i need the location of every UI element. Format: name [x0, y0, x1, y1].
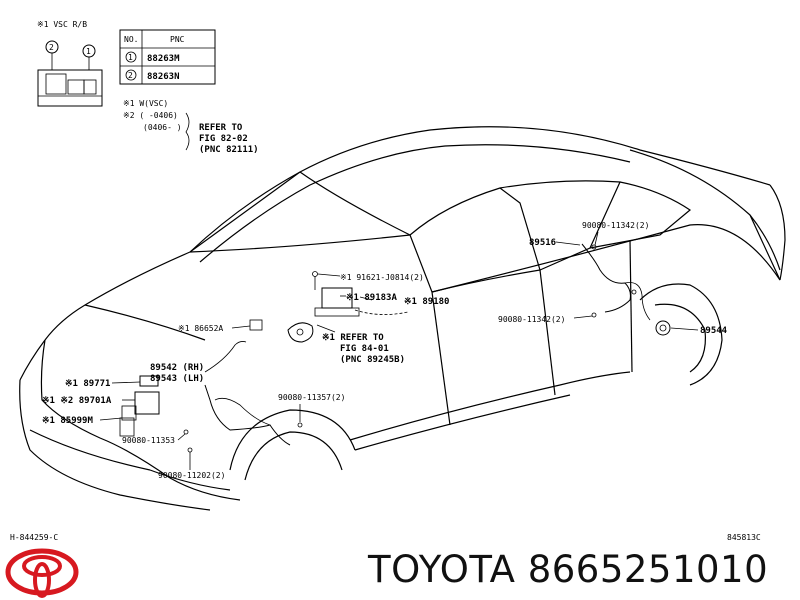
label-91621: ※1 91621-J0814(2)	[340, 273, 424, 282]
pnc-table: NO. PNC 1 88263M 2 88263N	[119, 29, 216, 85]
label-89180: ※1 89180	[404, 297, 449, 307]
label-89516: 89516	[529, 238, 556, 248]
note-1: ※1 W(VSC)	[123, 99, 168, 108]
label-86652A: ※1 86652A	[178, 324, 223, 333]
brand-part-number: TOYOTA 8665251010	[368, 548, 769, 591]
label-90080-11357: 90080-11357(2)	[278, 393, 345, 402]
table-row-pnc: 88263N	[147, 72, 180, 82]
table-row-pnc: 88263M	[147, 54, 180, 64]
yaw-sensor-group: ※1 91621-J0814(2) ※1 89183A ※1 89180 ※1 …	[287, 271, 449, 365]
label-89771: ※1 89771	[65, 379, 110, 389]
label-85999M: ※1 85999M	[42, 416, 93, 426]
label-90080-11342-a: 90080-11342(2)	[582, 221, 649, 230]
toyota-logo	[5, 548, 79, 598]
notes: ※1 W(VSC) ※2 ( -0406) (0406- ) REFER TO …	[123, 99, 259, 155]
table-row-no: 2	[128, 71, 133, 80]
label-refer-84-2: FIG 84-01	[340, 344, 389, 354]
front-left-group: ※1 86652A 89542 (RH) 89543 (LH) ※1 89771…	[42, 319, 345, 480]
label-89701A: ※1 ※2 89701A	[42, 396, 112, 406]
table-header-no: NO.	[124, 35, 138, 44]
table-row-no: 1	[128, 53, 133, 62]
drawing-code-right: 845813C	[727, 533, 761, 542]
legend-connector: ※1 VSC R/B 2 1	[37, 20, 103, 107]
label-90080-11202: 90080-11202(2)	[158, 471, 225, 480]
note-2: ※2 ( -0406)	[123, 111, 178, 120]
legend-header: ※1 VSC R/B	[37, 20, 87, 29]
note-refer-1: REFER TO	[199, 123, 243, 133]
note-refer-3: (PNC 82111)	[199, 145, 259, 155]
legend-mark-1: 1	[86, 47, 91, 56]
label-90080-11353: 90080-11353	[122, 436, 175, 445]
table-header-pnc: PNC	[170, 35, 185, 44]
label-refer-84-3: (PNC 89245B)	[340, 355, 405, 365]
drawing-code-left: H-844259-C	[10, 533, 58, 542]
label-90080-11342-b: 90080-11342(2)	[498, 315, 565, 324]
legend-mark-2: 2	[49, 43, 54, 52]
label-89542: 89542 (RH)	[150, 363, 204, 373]
note-refer-2: FIG 82-02	[199, 134, 248, 144]
car-outline	[19, 126, 786, 511]
label-refer-84-1: ※1 REFER TO	[322, 333, 384, 343]
note-3: (0406- )	[143, 123, 182, 132]
label-89183A: ※1 89183A	[346, 293, 397, 303]
rear-right-group: 90080-11342(2) 89516 90080-11342(2) 8954…	[498, 221, 728, 336]
label-89543: 89543 (LH)	[150, 374, 204, 384]
label-89544: 89544	[700, 326, 728, 336]
